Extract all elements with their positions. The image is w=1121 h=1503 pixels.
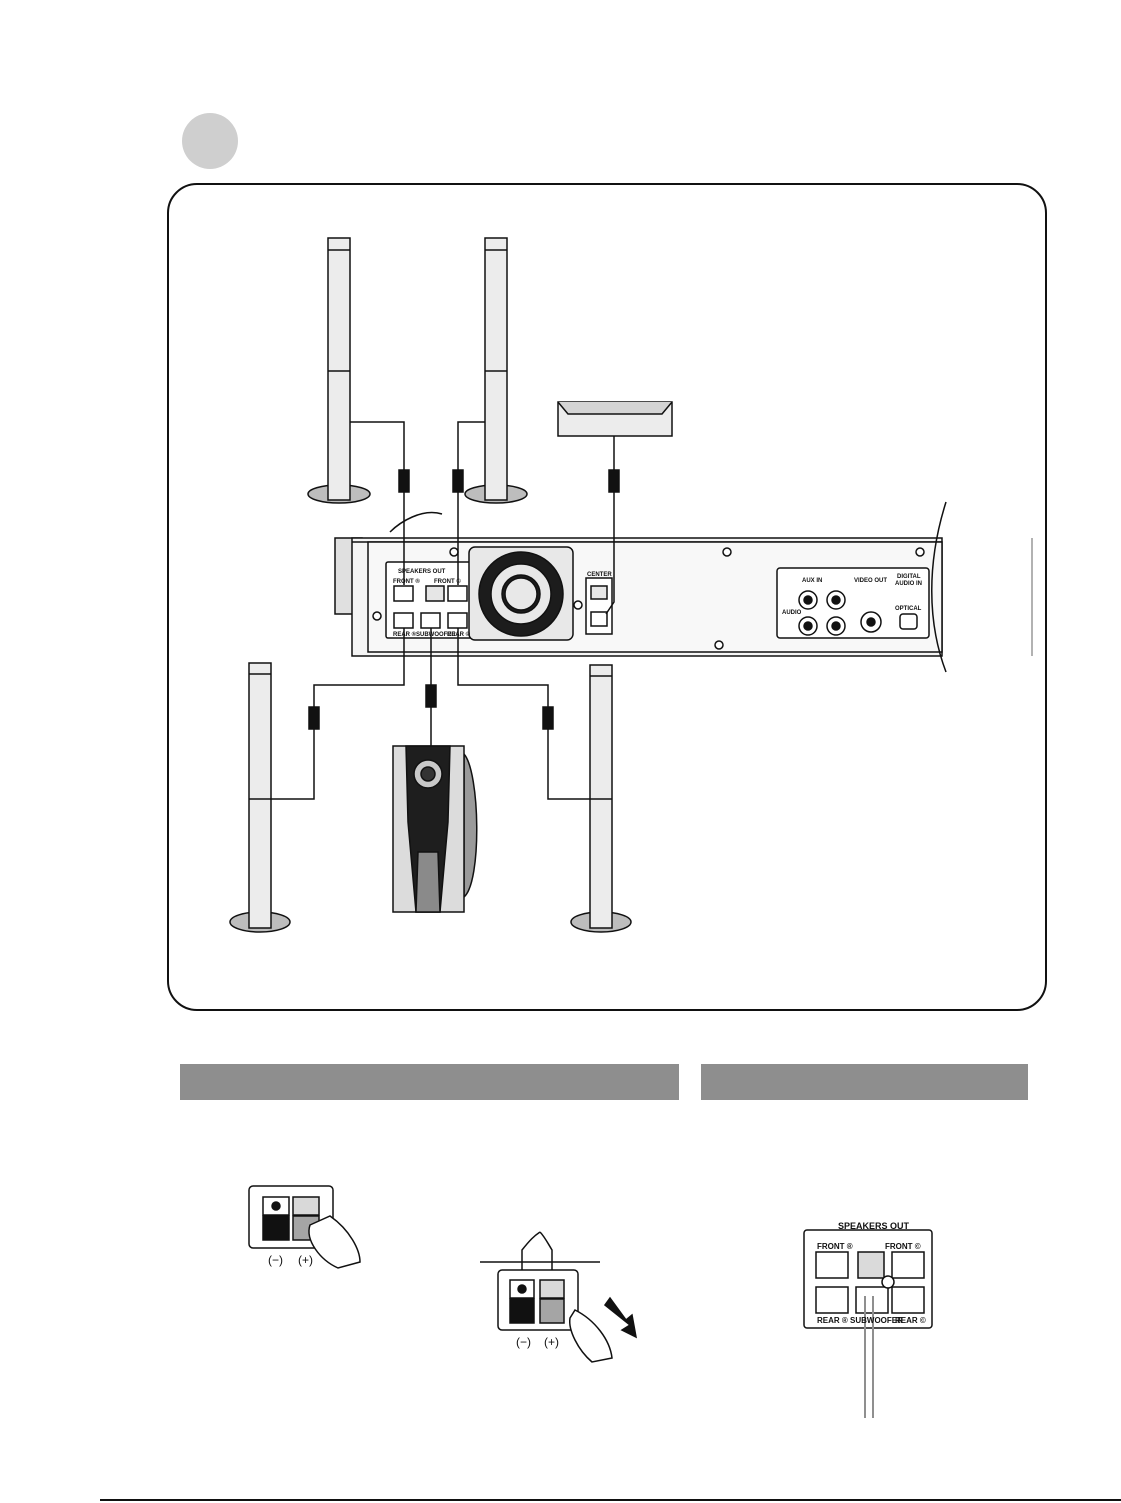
front-right-speaker (464, 237, 528, 504)
center-label: CENTER (587, 572, 612, 578)
wire-insert-illustration (480, 1231, 638, 1363)
minus-label-step1: (−) (268, 1253, 283, 1267)
rear-l-label: REAR © (447, 631, 471, 638)
terminal-front-l-label: FRONT © (885, 1242, 921, 1251)
step-header-bar-left (180, 1064, 679, 1100)
page-bottom-rule (100, 1499, 1121, 1501)
rear-right-speaker (570, 664, 632, 933)
plus-label-step2: (+) (544, 1335, 559, 1349)
speaker-connection-diagram: SPEAKERS OUT FRONT ® FRONT © REAR ® SUBW… (229, 237, 1033, 933)
terminal-subwoofer-label: SUBWOOFER (850, 1316, 903, 1325)
front-left-speaker (307, 237, 371, 504)
terminal-press-illustration (248, 1185, 361, 1269)
minus-label-step2: (−) (516, 1335, 531, 1349)
front-l-label: FRONT © (434, 578, 461, 585)
terminal-rear-r-label: REAR ® (817, 1316, 848, 1325)
speakers-out-terminal-closeup (803, 1229, 933, 1418)
step-number-circle (182, 113, 238, 169)
terminal-front-r-label: FRONT ® (817, 1242, 853, 1251)
video-out-label: VIDEO OUT (854, 578, 887, 584)
optical-label: OPTICAL (895, 606, 922, 612)
rear-r-label: REAR ® (393, 631, 417, 638)
aux-in-label: AUX IN (802, 578, 822, 584)
center-speaker (557, 401, 673, 437)
subwoofer-label: SUBWOOFER (416, 632, 456, 638)
subwoofer-speaker (392, 745, 478, 913)
speakers-out-label: SPEAKERS OUT (398, 569, 446, 575)
speaker-cables (271, 421, 620, 800)
terminal-rear-l-label: REAR © (895, 1316, 926, 1325)
plus-label-step1: (+) (298, 1253, 313, 1267)
audio-label: AUDIO (782, 610, 802, 616)
terminal-speakers-out-label: SPEAKERS OUT (838, 1221, 910, 1231)
rear-left-speaker (229, 662, 291, 933)
step-header-bar-right (701, 1064, 1028, 1100)
digital-audio-in-label: DIGITAL (897, 574, 921, 580)
main-unit-rear-panel (334, 501, 1033, 673)
front-r-label: FRONT ® (393, 578, 420, 585)
step-illustrations: (−) (+) (−) (+) SPEAKERS OUT FRONT ® FRO… (248, 1185, 933, 1418)
connection-diagram-panel: SPEAKERS OUT FRONT ® FRONT © REAR ® SUBW… (167, 183, 1047, 1011)
digital-audio-in-label-2: AUDIO IN (895, 581, 922, 587)
